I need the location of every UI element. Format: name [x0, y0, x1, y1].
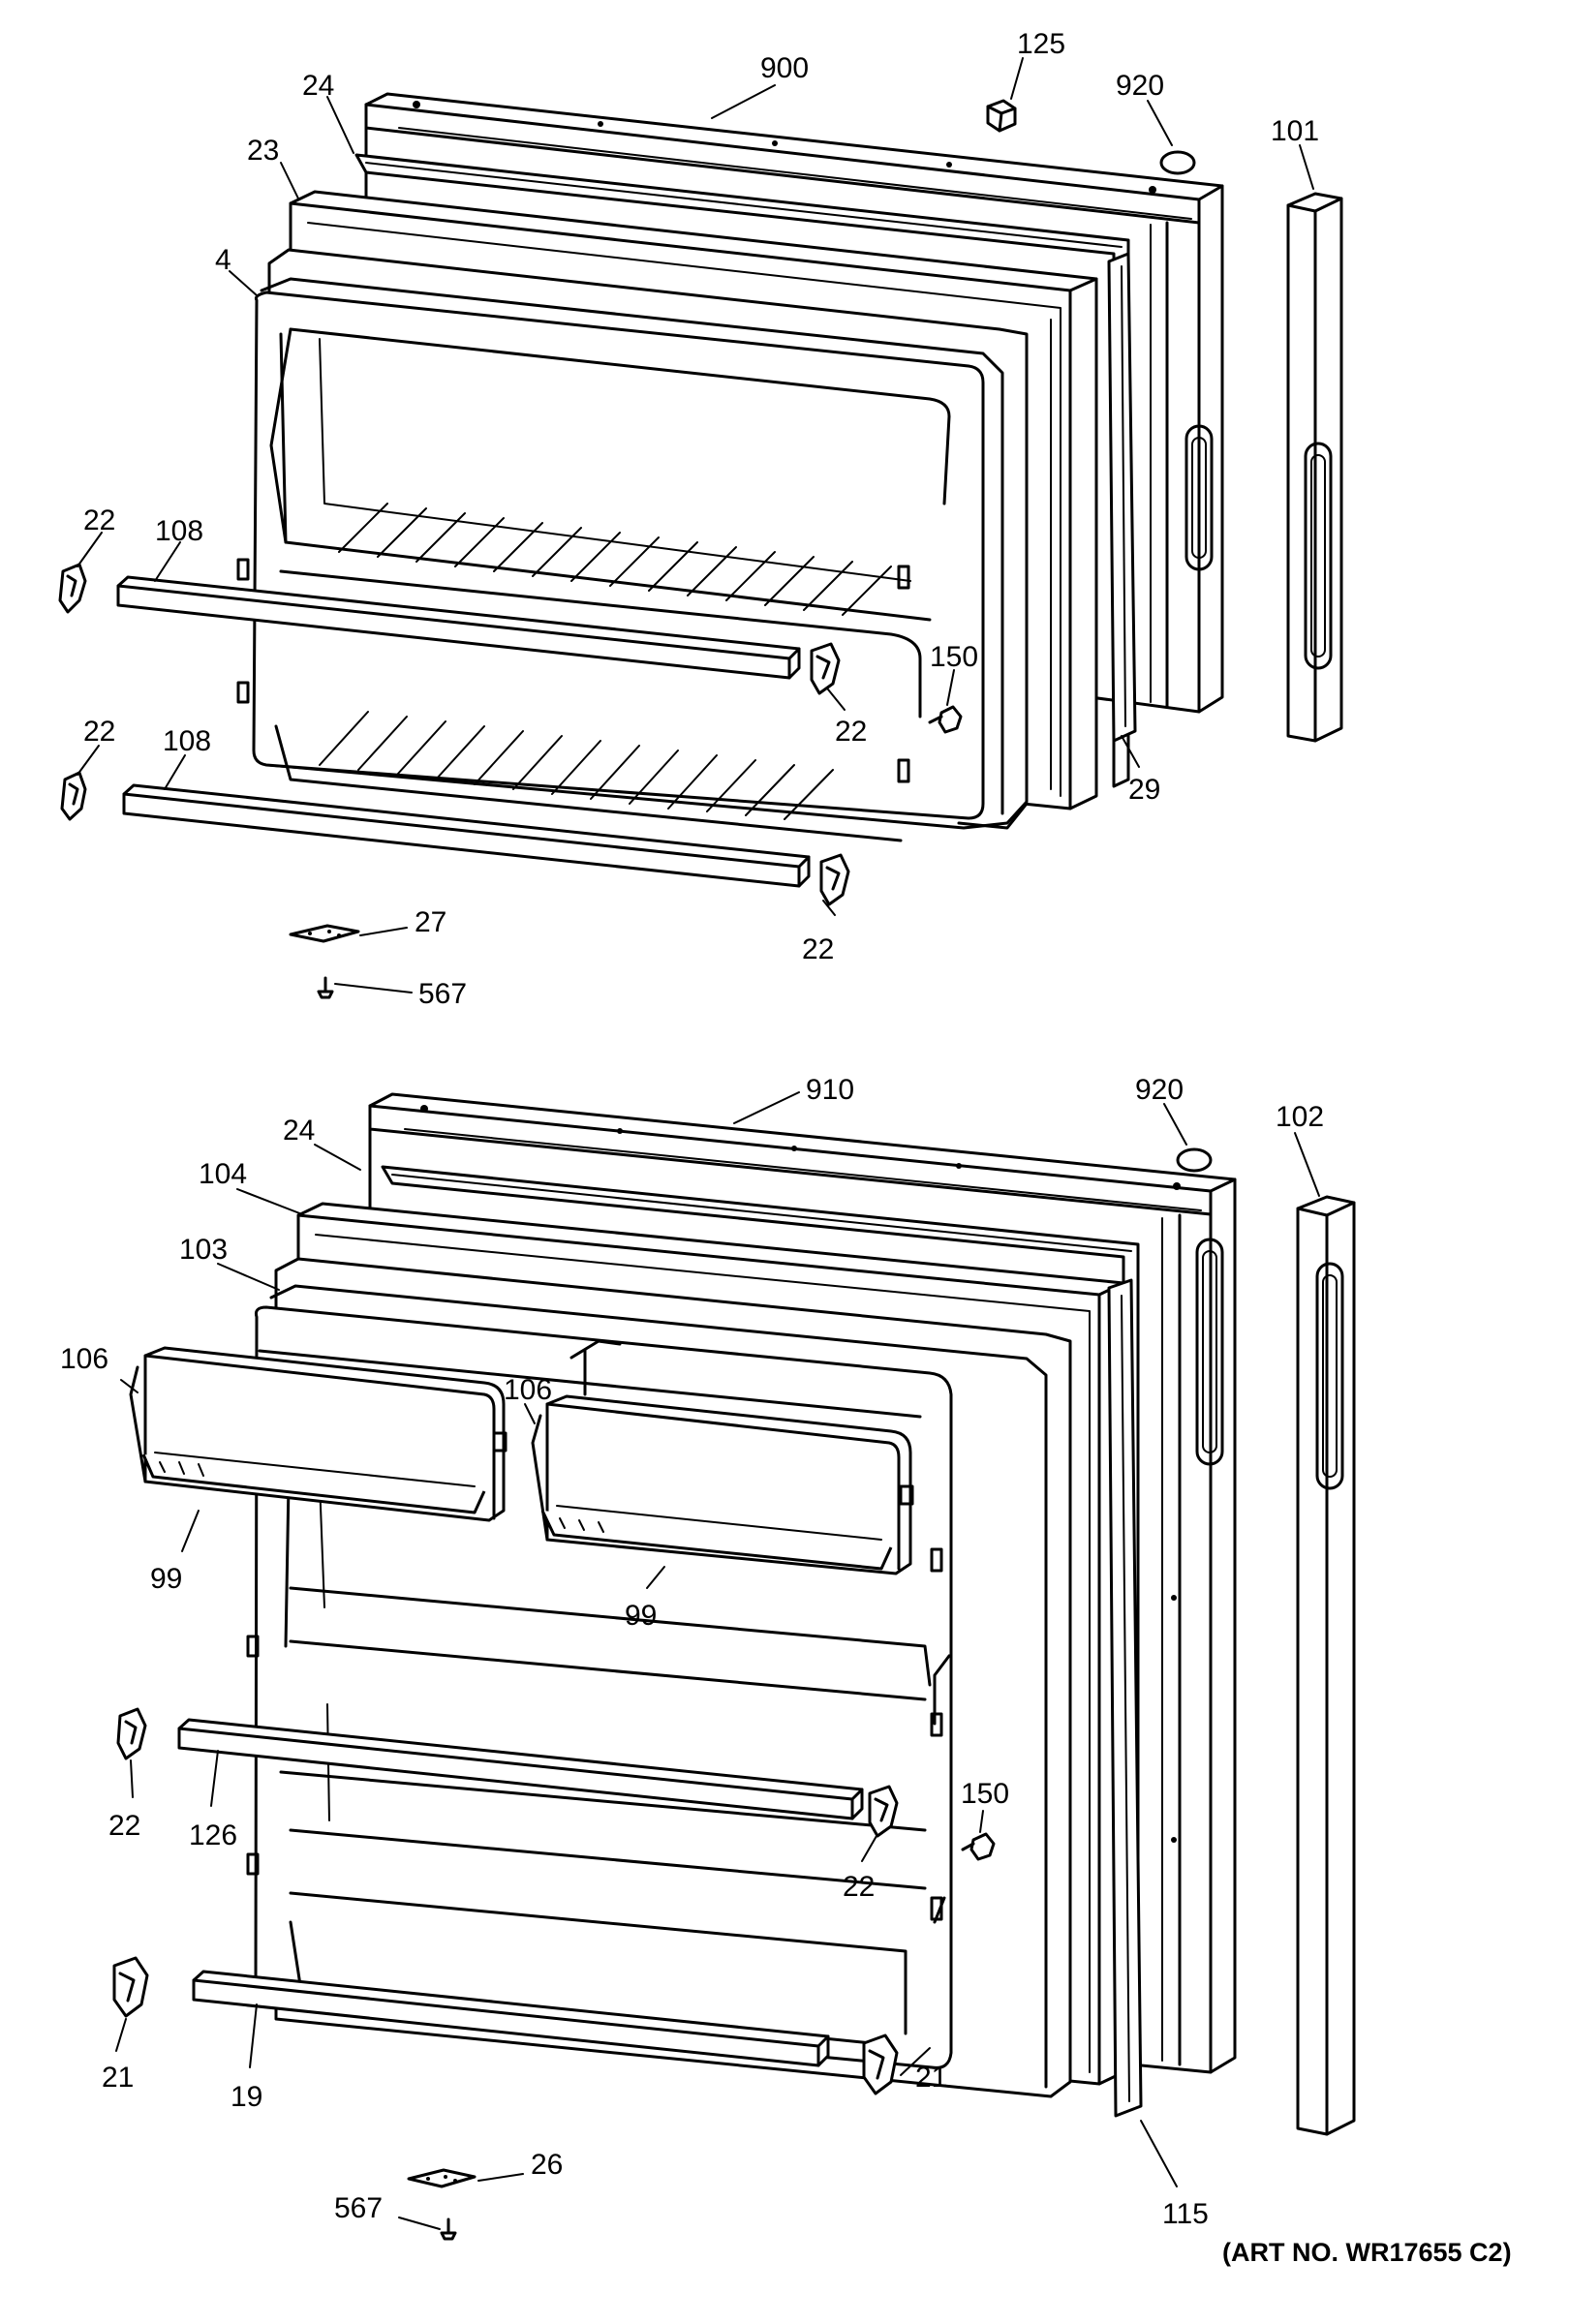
bottom-shelf-bar-mid	[177, 1718, 864, 1820]
bottom-handle	[1296, 1195, 1356, 2136]
top-clip-right-2	[819, 853, 850, 906]
callout-22-bottom-right: 22	[843, 1871, 875, 1903]
bottom-door-assembly: 910 920 102 24 104 103 106 106 99 99 22 …	[60, 1074, 1356, 2241]
callout-115: 115	[1162, 2198, 1209, 2230]
bottom-clip-low-right	[862, 2034, 899, 2095]
callout-24-bottom: 24	[283, 1115, 315, 1147]
top-clip-right-1	[810, 642, 841, 695]
callout-19: 19	[231, 2081, 262, 2113]
top-door-stop	[928, 705, 963, 734]
top-clip-left-1	[58, 563, 87, 614]
callout-910: 910	[806, 1074, 854, 1106]
callout-106-right: 106	[504, 1374, 552, 1406]
callout-22-top-left-1: 22	[83, 505, 115, 536]
callout-99-left: 99	[150, 1563, 182, 1595]
callout-99-right: 99	[625, 1600, 657, 1632]
callout-567-bottom: 567	[334, 2192, 383, 2224]
top-spacer-block	[986, 99, 1017, 133]
callout-900: 900	[760, 52, 809, 84]
bottom-leader-lines	[115, 1091, 1320, 2230]
callout-22-top-right-2: 22	[802, 933, 834, 965]
top-door-assembly: 900 125 920 101 24 23 4 22 108 22 108 15…	[58, 28, 1343, 1010]
callout-106-left: 106	[60, 1343, 108, 1375]
top-callout-labels: 900 125 920 101 24 23 4 22 108 22 108 15…	[83, 28, 1319, 1010]
callout-102: 102	[1276, 1101, 1324, 1133]
art-number: (ART NO. WR17655 C2)	[1222, 2238, 1512, 2267]
bottom-bin-left	[129, 1346, 508, 1522]
bottom-bin-right	[531, 1394, 914, 1575]
top-plug	[1159, 150, 1196, 175]
callout-108-top-1: 108	[155, 515, 203, 547]
callout-150-bottom: 150	[961, 1778, 1009, 1810]
bottom-trim-strip	[1107, 1278, 1143, 2118]
callout-22-bottom-left: 22	[108, 1810, 140, 1842]
callout-126: 126	[189, 1819, 237, 1851]
callout-21-left: 21	[102, 2062, 134, 2094]
top-leader-lines	[77, 57, 1314, 994]
callout-26: 26	[531, 2149, 563, 2181]
callout-22-top-left-2: 22	[83, 716, 115, 748]
top-clip-left-2	[60, 771, 87, 821]
bottom-callout-labels: 910 920 102 24 104 103 106 106 99 99 22 …	[60, 1074, 1324, 2230]
top-door-gasket	[354, 153, 1130, 788]
callout-22-top-right-1: 22	[835, 716, 867, 748]
bottom-clip-low-left	[112, 1956, 149, 2018]
top-door-liner	[236, 248, 1029, 842]
bottom-shelf-bar-low	[192, 1970, 830, 2067]
callout-920-bottom: 920	[1135, 1074, 1184, 1106]
callout-108-top-2: 108	[163, 725, 211, 757]
callout-101: 101	[1271, 115, 1319, 147]
callout-21-right: 21	[915, 2062, 947, 2094]
top-hinge-plate	[289, 924, 360, 943]
callout-150-top: 150	[930, 641, 978, 673]
callout-103: 103	[179, 1234, 228, 1266]
callout-23: 23	[247, 135, 279, 167]
callout-24: 24	[302, 70, 334, 102]
callout-29: 29	[1128, 774, 1160, 806]
bottom-door-stop	[961, 1832, 996, 1861]
top-handle	[1286, 192, 1343, 743]
callout-125: 125	[1017, 28, 1065, 60]
callout-4: 4	[215, 244, 231, 276]
bottom-clip-left	[116, 1707, 147, 1760]
bottom-hinge-plate	[407, 2168, 477, 2188]
callout-920: 920	[1116, 70, 1164, 102]
bottom-plug	[1176, 1147, 1213, 1173]
top-shelf-bar-1	[116, 575, 801, 680]
callout-567-top: 567	[418, 978, 467, 1010]
callout-104: 104	[199, 1158, 247, 1190]
top-shelf-bar-2	[122, 783, 811, 888]
bottom-clip-right	[868, 1785, 899, 1838]
top-trim-strip	[1107, 252, 1137, 743]
bottom-screw	[440, 2217, 457, 2241]
callout-27: 27	[415, 906, 446, 938]
top-screw	[317, 976, 334, 999]
